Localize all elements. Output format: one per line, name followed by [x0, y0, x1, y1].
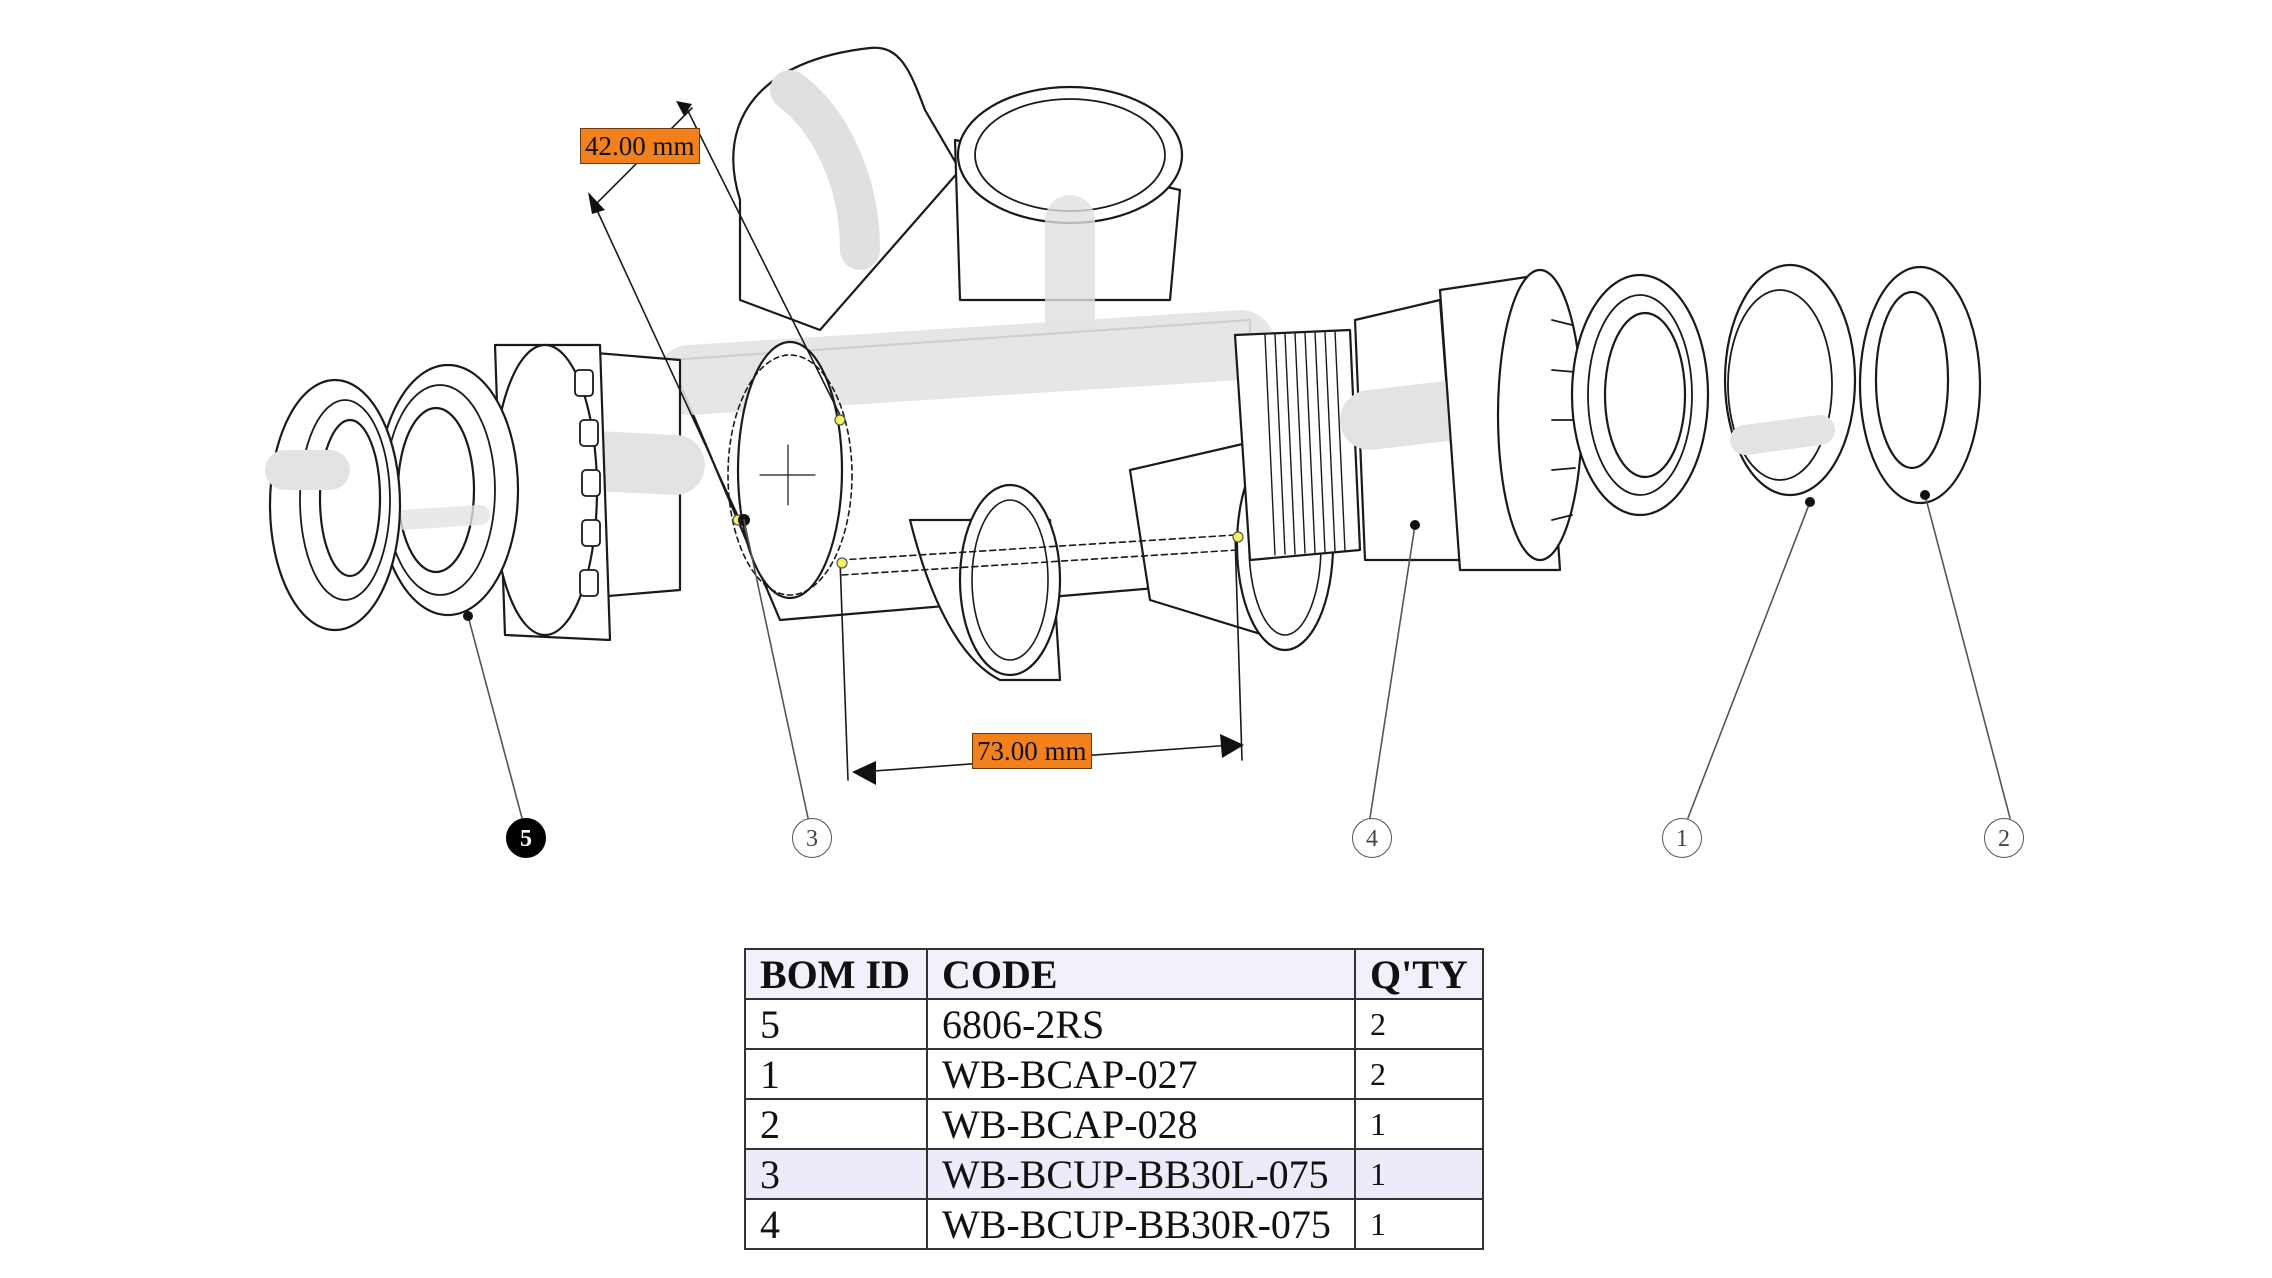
bearing-cap-left: [265, 378, 402, 632]
dimension-label-diameter[interactable]: 42.00 mm: [580, 128, 700, 164]
measure-point: [1232, 531, 1244, 543]
bb-shell: [655, 310, 1362, 682]
dim-arrow-73-a: [852, 761, 876, 785]
bom-header-id: BOM ID: [744, 948, 928, 1000]
balloon-1[interactable]: 1: [1662, 818, 1702, 858]
bb-cup-right: [1340, 268, 1584, 572]
balloon-5[interactable]: 5: [506, 818, 546, 858]
exploded-assembly-drawing: [265, 46, 2011, 819]
leader-dot: [1410, 520, 1420, 530]
bom-header-code: CODE: [926, 948, 1356, 1000]
bom-cell-id: 3: [744, 1148, 928, 1200]
leader-dot: [463, 611, 473, 621]
seat-tube: [732, 46, 962, 332]
bom-cell-code: WB-BCAP-028: [926, 1098, 1356, 1150]
bom-cell-id: 4: [744, 1198, 928, 1250]
bom-row[interactable]: 2 WB-BCAP-028 1: [744, 1098, 1484, 1150]
bb-cup-left: [491, 343, 705, 642]
bom-cell-id: 1: [744, 1048, 928, 1100]
measure-point: [834, 414, 846, 426]
bom-cell-code: WB-BCUP-BB30L-075: [926, 1148, 1356, 1200]
bom-header-qty: Q'TY: [1354, 948, 1484, 1000]
balloon-leaders: [467, 494, 2011, 819]
bom-header-row: BOM ID CODE Q'TY: [744, 948, 1484, 1000]
bearing-cap-1: [1723, 263, 1857, 497]
bom-row[interactable]: 3 WB-BCUP-BB30L-075 1: [744, 1148, 1484, 1200]
bom-cell-qty: 1: [1354, 1148, 1484, 1200]
dim-arrow-73-b: [1220, 734, 1244, 758]
bom-row[interactable]: 4 WB-BCUP-BB30R-075 1: [744, 1198, 1484, 1250]
leader-dot: [1920, 490, 1930, 500]
bom-cell-id: 2: [744, 1098, 928, 1150]
dim-arrow-42-a: [588, 192, 605, 214]
balloon-4[interactable]: 4: [1352, 818, 1392, 858]
bom-table: BOM ID CODE Q'TY 5 6806-2RS 2 1 WB-BCAP-…: [744, 948, 1484, 1250]
spacer-ring-2: [1858, 265, 1982, 505]
bom-cell-qty: 2: [1354, 1048, 1484, 1100]
dimension-label-length[interactable]: 73.00 mm: [972, 733, 1092, 769]
bom-cell-code: 6806-2RS: [926, 998, 1356, 1050]
bom-cell-id: 5: [744, 998, 928, 1050]
down-tube: [953, 85, 1184, 355]
balloon-3[interactable]: 3: [792, 818, 832, 858]
bom-cell-qty: 2: [1354, 998, 1484, 1050]
bearing-right: [1570, 273, 1710, 517]
bom-cell-qty: 1: [1354, 1098, 1484, 1150]
bom-row[interactable]: 1 WB-BCAP-027 2: [744, 1048, 1484, 1100]
measure-point: [836, 557, 848, 569]
bom-cell-code: WB-BCAP-027: [926, 1048, 1356, 1100]
dim-arrow-42-b: [676, 101, 692, 116]
leader-dot: [1805, 497, 1815, 507]
bom-row[interactable]: 5 6806-2RS 2: [744, 998, 1484, 1050]
bom-cell-qty: 1: [1354, 1198, 1484, 1250]
balloon-2[interactable]: 2: [1984, 818, 2024, 858]
bom-cell-code: WB-BCUP-BB30R-075: [926, 1198, 1356, 1250]
